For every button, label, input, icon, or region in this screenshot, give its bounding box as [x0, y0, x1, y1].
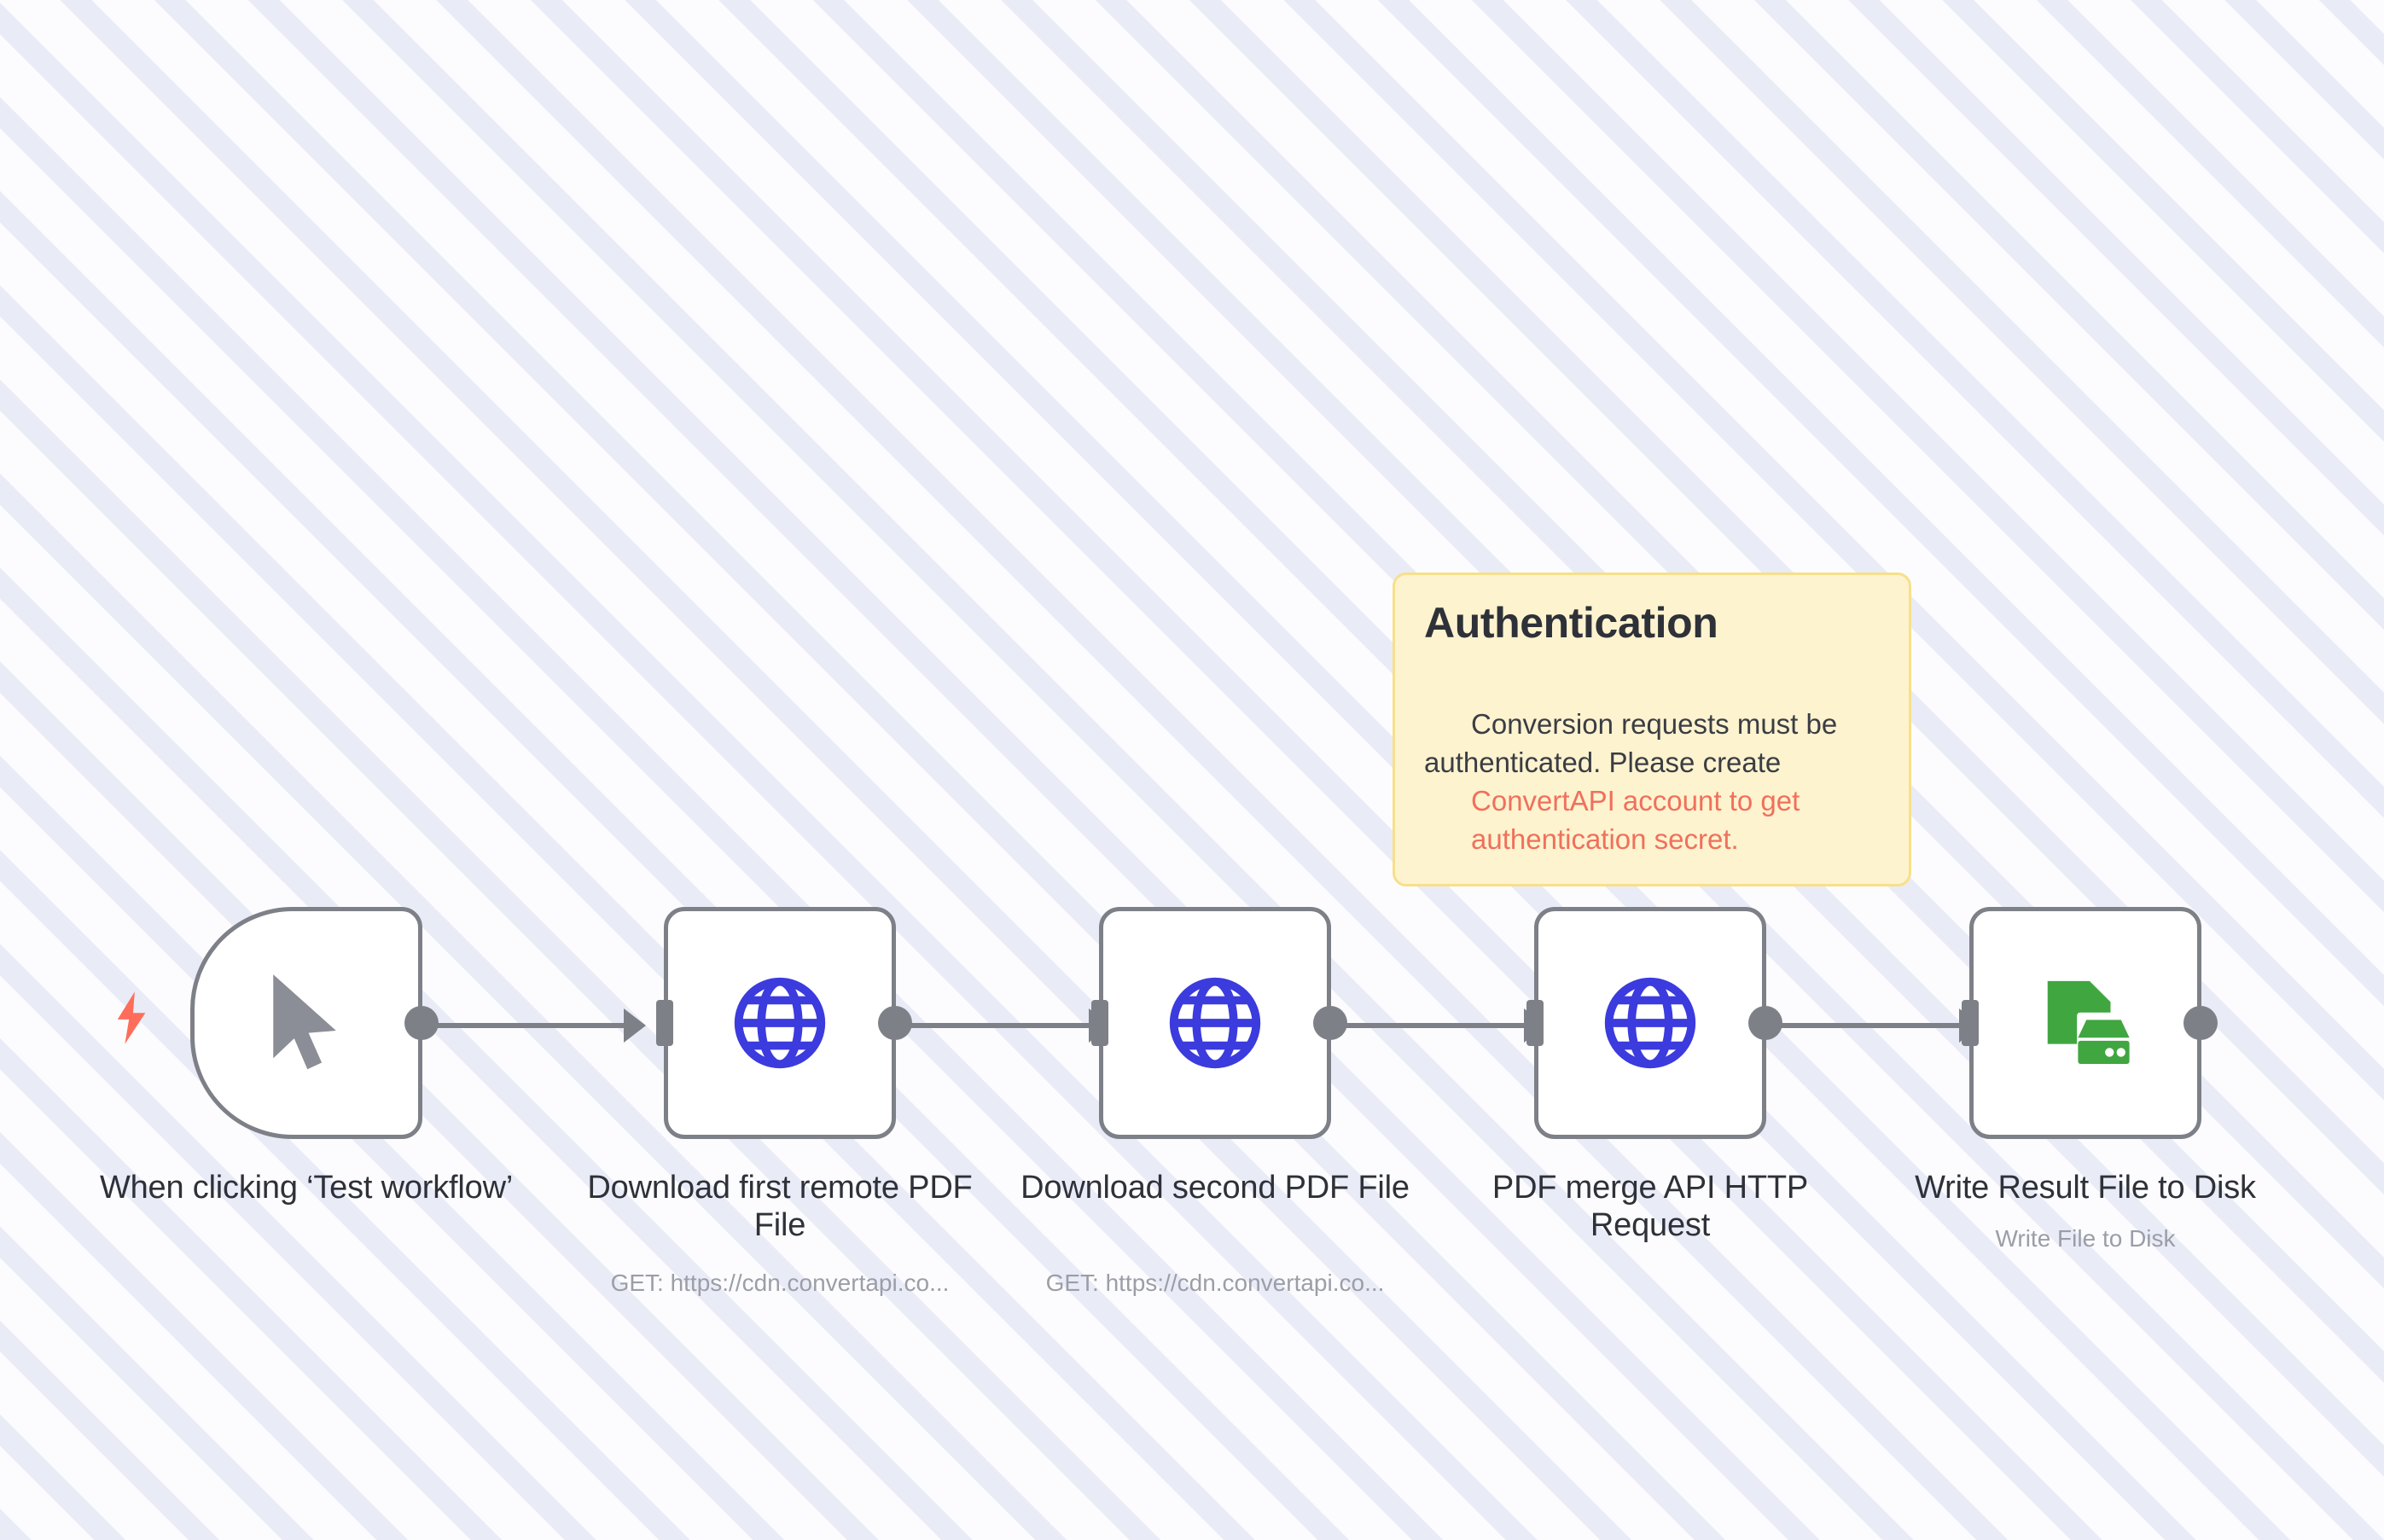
- globe-icon: [1601, 973, 1700, 1072]
- connector-download-second-to-pdf-merge: [1340, 1008, 1546, 1043]
- node-trigger[interactable]: [190, 907, 439, 1139]
- node-download-first-sublabel: GET: https://cdn.convertapi.co...: [610, 1270, 950, 1296]
- input-port[interactable]: [1526, 1000, 1544, 1046]
- node-trigger-box[interactable]: [190, 907, 439, 1139]
- node-write-file-label: Write Result File to Disk: [1915, 1170, 2256, 1206]
- output-port[interactable]: [1748, 1006, 1782, 1040]
- node-download-first-box[interactable]: [656, 907, 912, 1139]
- node-download-second-sublabel: GET: https://cdn.convertapi.co...: [1045, 1270, 1385, 1296]
- cursor-icon: [262, 970, 351, 1076]
- arrowhead-icon: [624, 1008, 646, 1043]
- connector-download-first-to-download-second: [904, 1008, 1111, 1043]
- connector-pdf-merge-to-write-file: [1775, 1008, 1981, 1043]
- node-download-second-box[interactable]: [1091, 907, 1347, 1139]
- node-pdf-merge[interactable]: [1526, 907, 1782, 1139]
- globe-icon: [1166, 973, 1265, 1072]
- node-pdf-merge-box[interactable]: [1526, 907, 1782, 1139]
- sticky-note-link[interactable]: ConvertAPI account to get: [1471, 785, 1800, 817]
- node-download-first[interactable]: [656, 907, 912, 1139]
- globe-icon: [730, 973, 829, 1072]
- trigger-lightning-icon: [113, 985, 152, 1050]
- node-download-first-label: Download first remote PDF File: [587, 1170, 973, 1244]
- input-port[interactable]: [1091, 1000, 1108, 1046]
- output-port[interactable]: [2183, 1006, 2218, 1040]
- node-write-file[interactable]: [1962, 907, 2218, 1139]
- output-port[interactable]: [878, 1006, 912, 1040]
- node-write-file-box[interactable]: [1962, 907, 2218, 1139]
- sticky-note-body: Conversion requests must be authenticate…: [1424, 668, 1880, 885]
- connector-trigger-to-download-first: [431, 1008, 646, 1043]
- node-trigger-label: When clicking ‘Test workflow’: [99, 1170, 514, 1206]
- node-download-second[interactable]: [1091, 907, 1347, 1139]
- file-to-disk-icon: [2034, 973, 2137, 1073]
- node-download-second-label: Download second PDF File: [1020, 1170, 1410, 1206]
- sticky-note-clipped-tail: authentication secret.: [1471, 823, 1739, 855]
- input-port[interactable]: [1962, 1000, 1979, 1046]
- node-pdf-merge-label: PDF merge API HTTP Request: [1491, 1170, 1809, 1244]
- sticky-note-title: Authentication: [1424, 599, 1718, 647]
- output-port[interactable]: [404, 1006, 439, 1040]
- node-write-file-sublabel: Write File to Disk: [1995, 1225, 2176, 1252]
- output-port[interactable]: [1313, 1006, 1347, 1040]
- input-port[interactable]: [656, 1000, 673, 1046]
- sticky-note-body-text: Conversion requests must be authenticate…: [1424, 708, 1846, 779]
- sticky-note-authentication[interactable]: Authentication Conversion requests must …: [1393, 572, 1911, 886]
